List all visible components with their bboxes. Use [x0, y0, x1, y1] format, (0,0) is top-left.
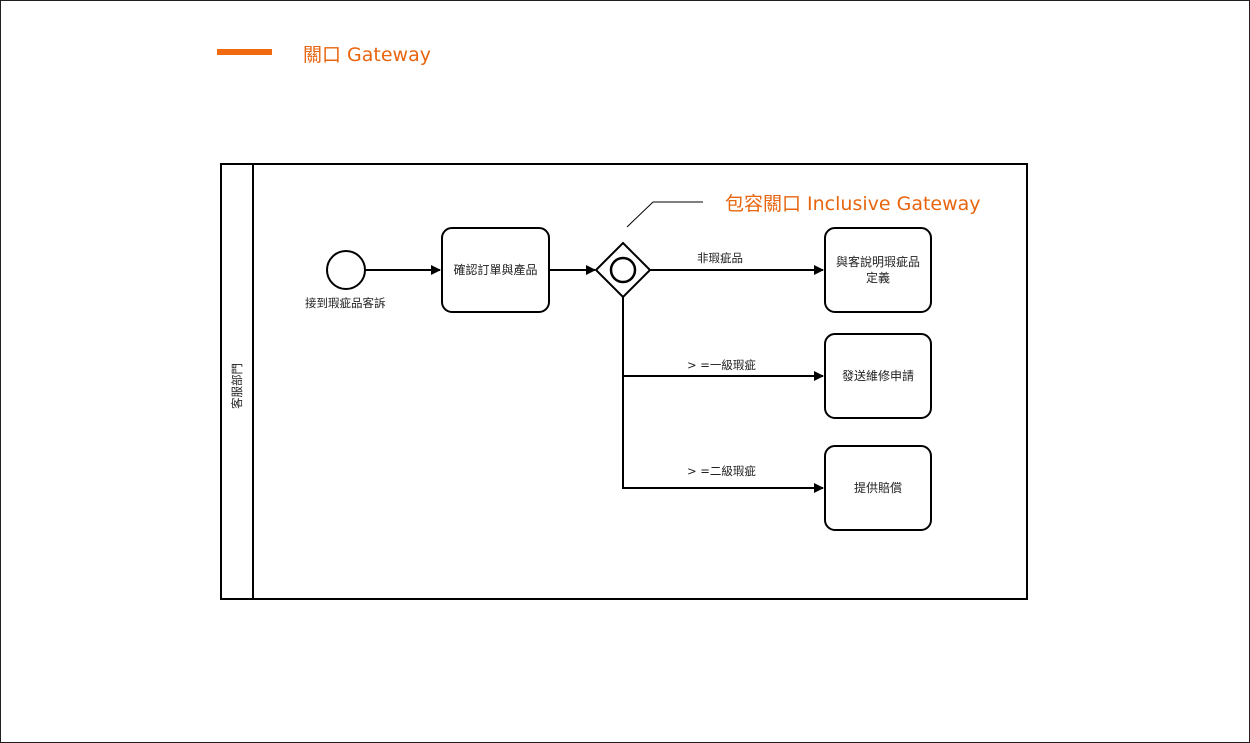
task-send-repair-label: 發送維修申請	[841, 369, 914, 383]
task-explain-defect-label: 與客說明瑕疵品 定義	[835, 255, 920, 285]
inclusive-gateway-circle-icon	[609, 256, 637, 284]
callout-leader-line	[626, 201, 703, 228]
task-compensate-label: 提供賠償	[853, 481, 902, 495]
flow-label-level1-defect: > =一級瑕疵	[687, 358, 756, 372]
start-event-label: 接到瑕疵品客訴	[305, 296, 386, 310]
flow-label-level2-defect: > =二級瑕疵	[687, 464, 756, 478]
lane-label: 客服部門	[230, 363, 244, 409]
start-event[interactable]	[326, 250, 366, 290]
task-compensate[interactable]	[824, 445, 932, 531]
flow-gateway-to-compensate	[622, 376, 824, 493]
task-send-repair[interactable]	[824, 333, 932, 419]
task-confirm-order-label: 確認訂單與產品	[453, 263, 538, 277]
gateway-callout-label: 包容關口 Inclusive Gateway	[725, 193, 981, 215]
task-explain-defect[interactable]	[824, 227, 932, 313]
page-title: 關口 Gateway	[303, 44, 431, 66]
title-accent-bar	[217, 49, 272, 55]
flow-label-non-defect: 非瑕疵品	[697, 251, 743, 265]
